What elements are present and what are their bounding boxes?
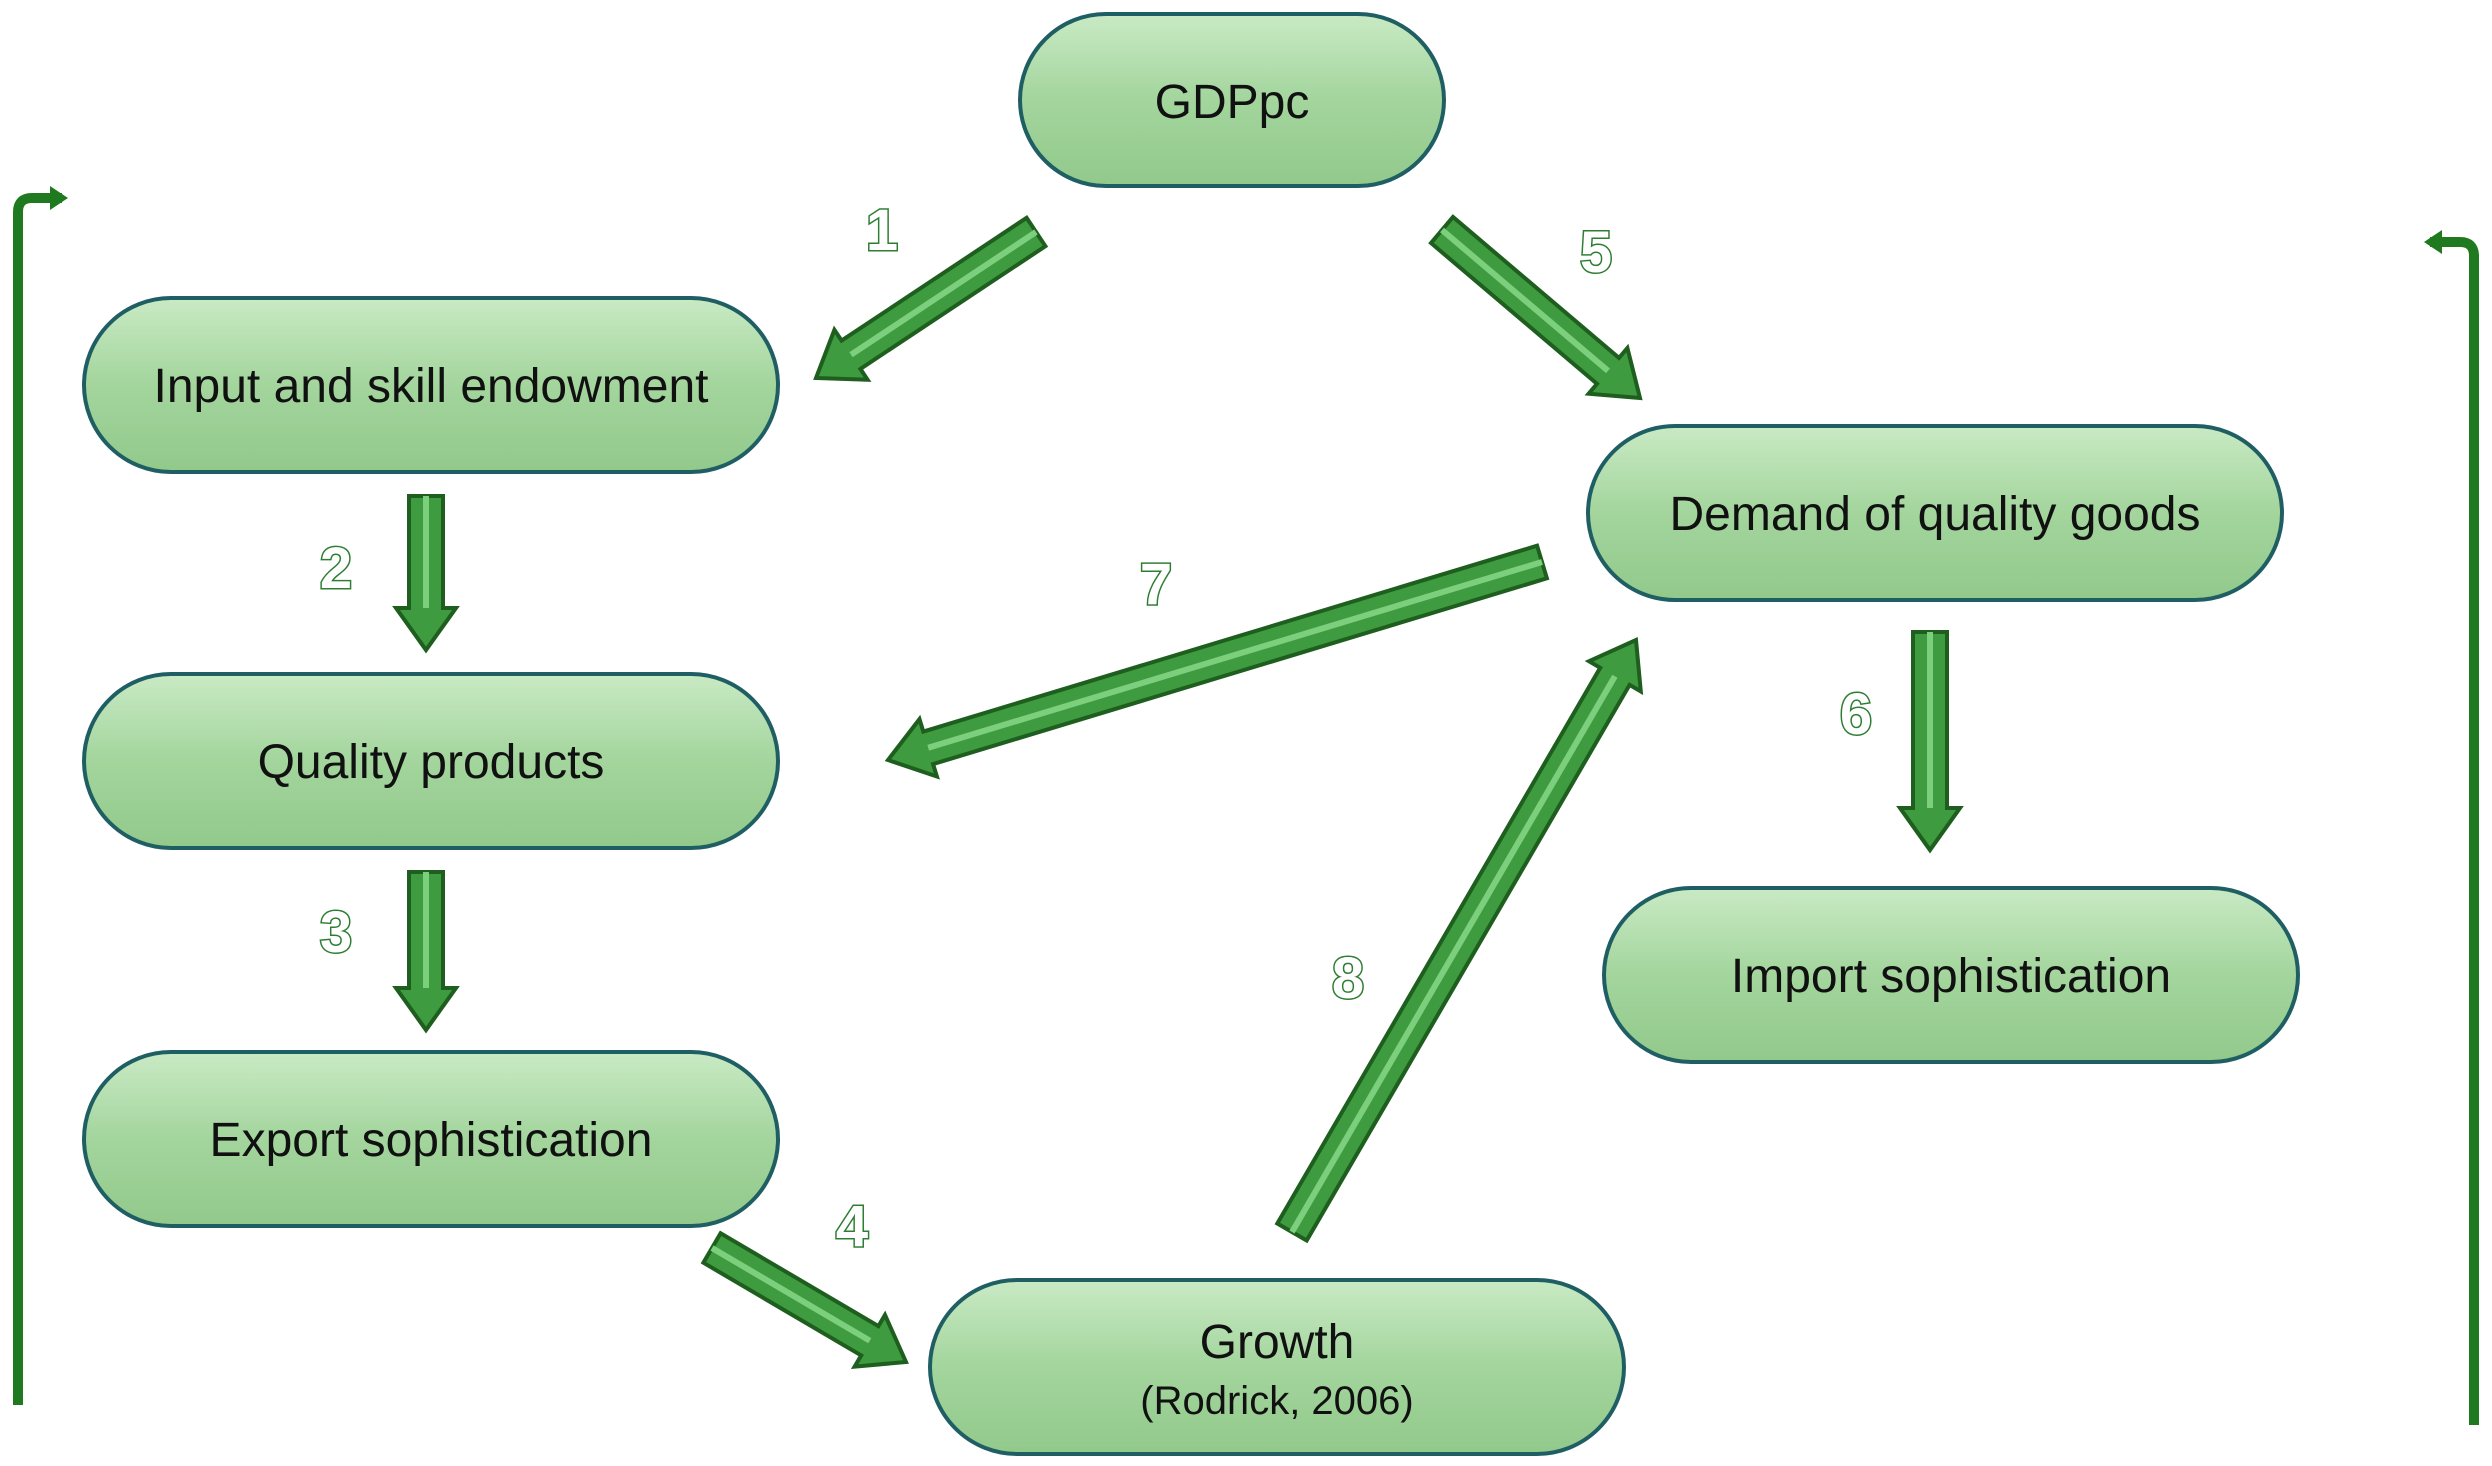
arrow-label-4: 4 [836,1194,868,1259]
arrow-5-highlight [1440,227,1610,374]
arrow-label-7: 7 [1140,552,1172,617]
node-import-sophistication-label: Import sophistication [1731,950,2171,1003]
node-gdppc-label: GDPpc [1155,76,1310,129]
node-demand-quality-goods: Demand of quality goods [1586,424,2284,602]
arrow-8-highlight [1289,674,1618,1234]
node-import-sophistication: Import sophistication [1602,886,2300,1064]
left-feedback-arrowhead [50,186,68,210]
node-input-skill-label: Input and skill endowment [154,360,709,413]
arrow-label-8: 8 [1332,946,1364,1011]
node-growth-label: Growth [1200,1316,1355,1369]
right-feedback-arrow [2430,237,2479,1425]
node-input-skill: Input and skill endowment [82,296,780,474]
right-feedback-arrowhead [2424,230,2442,254]
arrow-label-5: 5 [1580,220,1612,285]
arrow-label-2: 2 [320,536,352,601]
node-demand-quality-goods-label: Demand of quality goods [1670,488,2201,541]
node-quality-products: Quality products [82,672,780,850]
node-quality-products-label: Quality products [258,736,605,789]
arrow-label-6: 6 [1840,682,1872,747]
node-growth: Growth (Rodrick, 2006) [928,1278,1626,1456]
arrow-7-highlight [927,559,1543,751]
arrow-label-1: 1 [866,198,898,263]
node-gdppc: GDPpc [1018,12,1446,188]
node-export-sophistication: Export sophistication [82,1050,780,1228]
arrow-label-3: 3 [320,900,352,965]
left-feedback-arrow [13,193,62,1405]
arrow-4-highlight [710,1245,872,1344]
node-growth-citation: (Rodrick, 2006) [1140,1379,1413,1423]
arrow-1-highlight [849,229,1038,358]
node-export-sophistication-label: Export sophistication [210,1114,653,1167]
